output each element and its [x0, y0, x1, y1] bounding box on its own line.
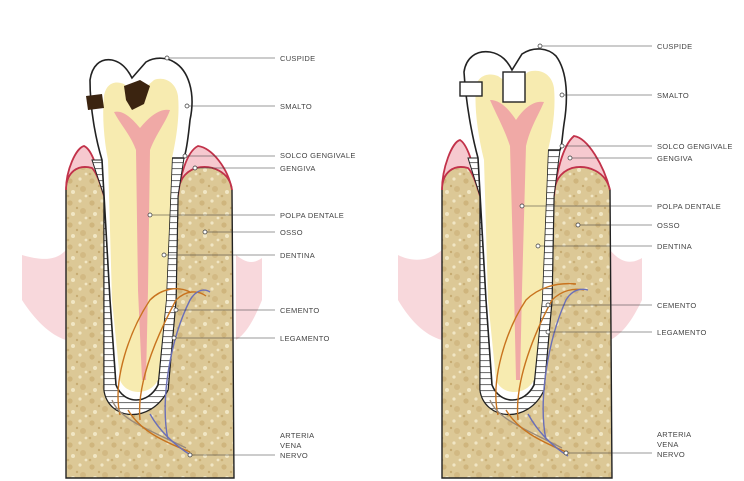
- right-label-osso: OSSO: [657, 221, 680, 230]
- left-tooth-diagram: [22, 57, 262, 479]
- left-vessels: [111, 288, 211, 457]
- right-tooth-pulp: [490, 100, 544, 380]
- right-label-vena: VENA: [657, 440, 679, 449]
- left-label-polpa-dentale: POLPA DENTALE: [280, 211, 344, 220]
- right-label-smalto: SMALTO: [657, 91, 689, 100]
- left-label-vena: VENA: [280, 441, 302, 450]
- right-label-arteria: ARTERIA: [657, 430, 691, 439]
- left-label-solco-gengivale: SOLCO GENGIVALE: [280, 151, 356, 160]
- right-gum-background-right: [610, 250, 642, 340]
- left-leaders: [147, 55, 275, 458]
- left-caries-side: [86, 94, 104, 110]
- right-leaders: [519, 43, 652, 456]
- right-gum-background: [398, 250, 442, 340]
- right-label-polpa-dentale: POLPA DENTALE: [657, 202, 721, 211]
- right-filling-side: [459, 81, 483, 97]
- left-label-gengiva: GENGIVA: [280, 164, 316, 173]
- left-tooth-pulp: [114, 109, 170, 380]
- left-label-cemento: CEMENTO: [280, 306, 319, 315]
- right-tooth-diagram: [398, 48, 642, 479]
- right-label-nervo: NERVO: [657, 450, 685, 459]
- right-gum-right: [553, 135, 611, 197]
- left-caries-crown: [124, 80, 150, 110]
- left-label-legamento: LEGAMENTO: [280, 334, 330, 343]
- left-label-cuspide: CUSPIDE: [280, 54, 315, 63]
- left-labels: CUSPIDE SMALTO SOLCO GENGIVALE GENGIVA P…: [280, 54, 356, 460]
- right-filling-crown: [502, 71, 526, 103]
- left-label-smalto: SMALTO: [280, 102, 312, 111]
- left-gum-background: [22, 250, 66, 340]
- right-labels: CUSPIDE SMALTO SOLCO GENGIVALE GENGIVA P…: [657, 42, 733, 459]
- left-label-nervo: NERVO: [280, 451, 308, 460]
- left-label-dentina: DENTINA: [280, 251, 315, 260]
- left-label-arteria: ARTERIA: [280, 431, 314, 440]
- right-label-cemento: CEMENTO: [657, 301, 696, 310]
- left-gum-background-right: [236, 255, 262, 340]
- left-label-osso: OSSO: [280, 228, 303, 237]
- right-label-dentina: DENTINA: [657, 242, 692, 251]
- right-label-gengiva: GENGIVA: [657, 154, 693, 163]
- right-label-cuspide: CUSPIDE: [657, 42, 692, 51]
- right-label-legamento: LEGAMENTO: [657, 328, 707, 337]
- right-label-solco-gengivale: SOLCO GENGIVALE: [657, 142, 733, 151]
